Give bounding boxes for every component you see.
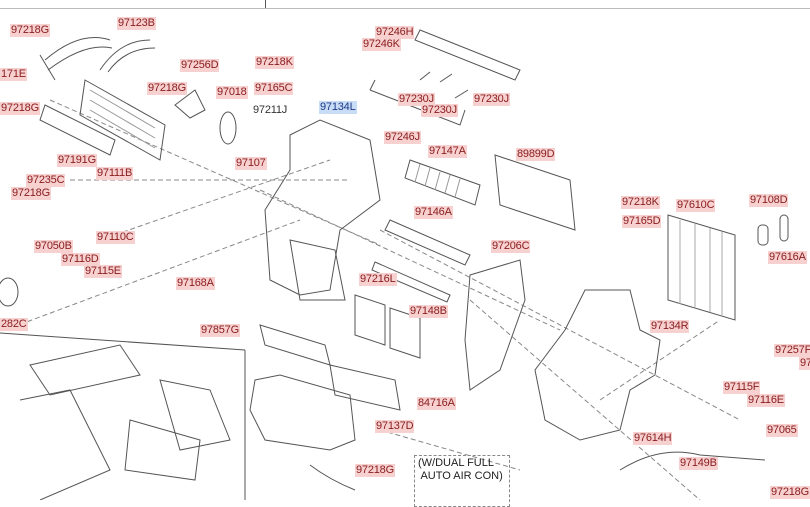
part-label-97115E[interactable]: 97115E: [84, 265, 122, 278]
part-label-97614H[interactable]: 97614H: [633, 432, 673, 445]
part-label-97230J[interactable]: 97230J: [421, 104, 458, 117]
part-label-97148B[interactable]: 97148B: [409, 305, 448, 318]
part-label-84716A[interactable]: 84716A: [417, 397, 456, 410]
top-divider: [265, 0, 266, 8]
part-label-97216L[interactable]: 97216L: [359, 273, 397, 286]
part-label-97191G[interactable]: 97191G: [57, 154, 97, 167]
part-label-97107[interactable]: 97107: [235, 157, 267, 170]
part-label-97111B[interactable]: 97111B: [96, 167, 134, 180]
part-label-97257F[interactable]: 97257F: [774, 344, 810, 357]
part-label-89899D[interactable]: 89899D: [516, 148, 556, 161]
part-label-97218G[interactable]: 97218G: [355, 464, 395, 477]
part-label-97134R[interactable]: 97134R: [650, 320, 690, 333]
part-label-97146A[interactable]: 97146A: [414, 206, 453, 219]
part-label-97235C[interactable]: 97235C: [26, 174, 66, 187]
part-label-97115F[interactable]: 97115F: [723, 381, 761, 394]
part-label-97149B[interactable]: 97149B: [679, 457, 718, 470]
part-label-97134L-selected[interactable]: 97134L: [319, 101, 357, 114]
part-label-97108D[interactable]: 97108D: [749, 194, 789, 207]
part-label-97-truncated[interactable]: 97: [799, 357, 810, 370]
part-label-97218G[interactable]: 97218G: [10, 24, 50, 37]
part-label-97218K[interactable]: 97218K: [621, 196, 660, 209]
heater-core: [79, 39, 166, 161]
part-label-97050B[interactable]: 97050B: [34, 240, 73, 253]
part-label-97206C[interactable]: 97206C: [491, 240, 531, 253]
part-label-97116E[interactable]: 97116E: [747, 394, 785, 407]
part-label-97246H[interactable]: 97246H: [375, 26, 415, 39]
part-label-97256D[interactable]: 97256D: [180, 59, 220, 72]
part-label-97165D[interactable]: 97165D: [622, 215, 662, 228]
part-label-97246K[interactable]: 97246K: [362, 38, 401, 51]
part-label-97137D[interactable]: 97137D: [375, 420, 415, 433]
part-label-97282C[interactable]: 282C: [0, 318, 28, 331]
part-label-97218G[interactable]: 97218G: [770, 486, 810, 499]
part-label-97123B[interactable]: 97123B: [117, 17, 156, 30]
part-label-97165C[interactable]: 97165C: [254, 82, 294, 95]
part-label-97018[interactable]: 97018: [216, 86, 248, 99]
part-label-97246J[interactable]: 97246J: [384, 131, 421, 144]
part-label-97218G[interactable]: 97218G: [147, 82, 187, 95]
part-label-97211J[interactable]: 97211J: [253, 104, 288, 116]
part-label-97116D[interactable]: 97116D: [61, 253, 100, 266]
part-label-97218K[interactable]: 97218K: [255, 56, 294, 69]
part-label-97218G[interactable]: 97218G: [0, 102, 40, 115]
part-label-97230J[interactable]: 97230J: [473, 93, 510, 106]
part-label-97065[interactable]: 97065: [766, 424, 798, 437]
part-label-97110C[interactable]: 97110C: [96, 231, 135, 244]
part-label-97147A[interactable]: 97147A: [428, 145, 467, 158]
part-label-97218G[interactable]: 97218G: [11, 187, 51, 200]
part-label-97230J[interactable]: 97230J: [398, 93, 435, 106]
part-label-97171E[interactable]: 171E: [0, 68, 27, 81]
part-label-97168A[interactable]: 97168A: [176, 277, 215, 290]
part-label-97610C[interactable]: 97610C: [676, 199, 716, 212]
part-label-97857G[interactable]: 97857G: [200, 324, 240, 337]
part-label-97616A[interactable]: 97616A: [768, 251, 807, 264]
dual-auto-aircon-note: (W/DUAL FULL AUTO AIR CON): [418, 457, 503, 482]
top-border: [0, 0, 810, 9]
